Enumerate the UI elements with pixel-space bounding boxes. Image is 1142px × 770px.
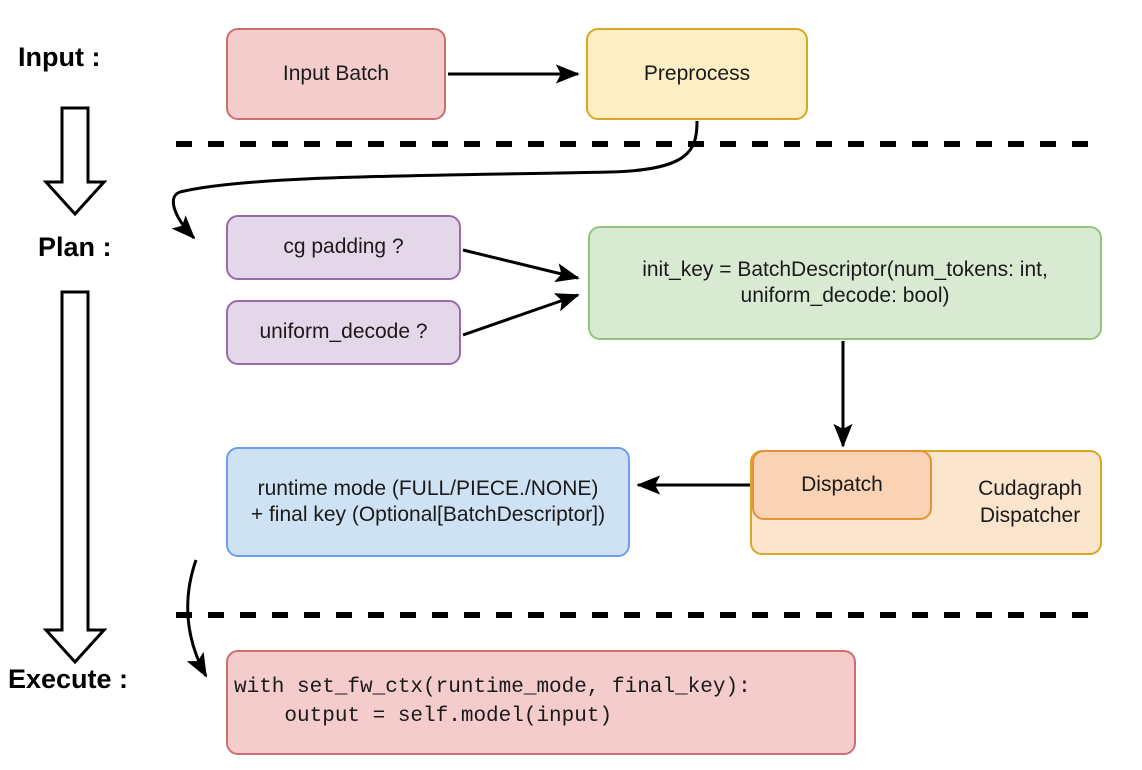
node-runtime-mode-label: runtime mode (FULL/PIECE./NONE) + final … <box>250 476 606 526</box>
stage-label-plan: Plan : <box>38 232 112 262</box>
node-input-batch-label: Input Batch <box>282 61 390 85</box>
edge-uniform-decode-to-init-key <box>462 293 580 337</box>
node-uniform-decode[interactable]: uniform_decode ? <box>226 300 461 365</box>
edge-cg-padding-to-init-key <box>462 248 580 283</box>
node-dispatch[interactable]: Dispatch <box>752 450 932 520</box>
stage-label-input: Input : <box>18 42 101 72</box>
node-preprocess[interactable]: Preprocess <box>586 28 808 120</box>
edge-runtime-mode-to-execute <box>186 559 208 678</box>
node-cg-padding[interactable]: cg padding ? <box>226 215 461 280</box>
stage-arrow-plan-to-execute <box>42 290 108 665</box>
node-execute-code[interactable]: with set_fw_ctx(runtime_mode, final_key)… <box>226 650 856 755</box>
node-init-key[interactable]: init_key = BatchDescriptor(num_tokens: i… <box>588 226 1102 340</box>
node-cudagraph-dispatcher-label: Cudagraph Dispatcher <box>978 477 1082 527</box>
node-uniform-decode-label: uniform_decode ? <box>259 320 428 344</box>
stage-label-execute: Execute : <box>8 664 129 694</box>
node-cg-padding-label: cg padding ? <box>283 235 404 259</box>
node-init-key-label: init_key = BatchDescriptor(num_tokens: i… <box>642 257 1048 307</box>
node-execute-code-label: with set_fw_ctx(runtime_mode, final_key)… <box>234 676 751 728</box>
node-dispatch-label: Dispatch <box>801 472 883 496</box>
node-preprocess-label: Preprocess <box>643 61 751 85</box>
node-runtime-mode[interactable]: runtime mode (FULL/PIECE./NONE) + final … <box>226 447 630 557</box>
stage-arrow-input-to-plan <box>42 106 108 217</box>
node-input-batch[interactable]: Input Batch <box>226 28 446 120</box>
